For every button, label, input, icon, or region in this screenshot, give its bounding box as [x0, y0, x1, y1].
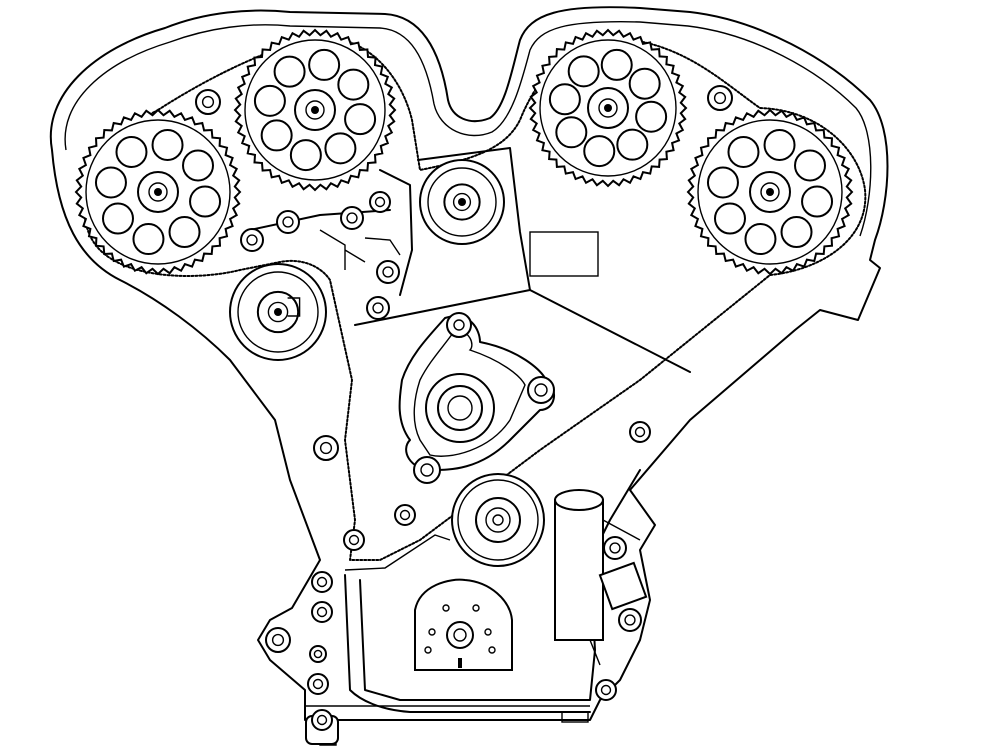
- bolt-16: [311, 571, 333, 593]
- bolt-11: [343, 529, 365, 551]
- bolt-5: [369, 191, 391, 213]
- lower-idler-pulley: [451, 473, 545, 567]
- left-outer-camshaft-sprocket: [74, 108, 242, 276]
- bolt-4: [340, 206, 364, 230]
- bolt-18: [309, 645, 327, 663]
- bolt-2: [707, 85, 733, 111]
- upper-idler-pulley: [419, 159, 505, 245]
- bolt-12: [629, 421, 651, 443]
- water-pump: [398, 312, 555, 484]
- bolt-9: [313, 435, 339, 461]
- inner-cover-lines: [249, 147, 691, 713]
- bolt-15: [595, 679, 617, 701]
- bolt-21: [311, 709, 333, 731]
- left-inner-camshaft-sprocket: [233, 28, 397, 192]
- bolt-3: [276, 210, 300, 234]
- bolt-8: [366, 296, 390, 320]
- belt-tensioner-pulley: [229, 263, 327, 361]
- bolt-19: [307, 673, 329, 695]
- bolt-7: [376, 260, 400, 284]
- bolt-6: [240, 228, 264, 252]
- oil-pump-tube: [554, 489, 648, 666]
- bolt-13: [603, 536, 627, 560]
- bolt-20: [265, 627, 291, 653]
- bolt-14: [618, 608, 642, 632]
- right-outer-camshaft-sprocket: [686, 108, 854, 276]
- crankshaft-sprocket: [414, 578, 513, 671]
- bolt-1: [195, 89, 221, 115]
- bolt-17: [311, 601, 333, 623]
- right-inner-camshaft-sprocket: [528, 28, 688, 188]
- bolt-10: [394, 504, 416, 526]
